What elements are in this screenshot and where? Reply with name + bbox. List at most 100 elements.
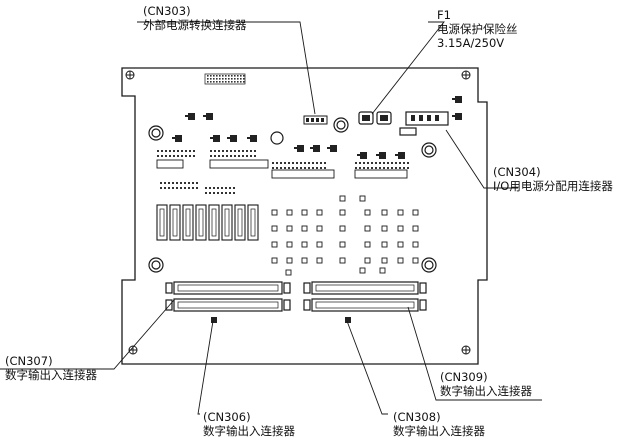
ic-chip [360, 152, 367, 159]
ic-pin [357, 154, 360, 156]
smd-part [222, 155, 224, 157]
grid-part [271, 225, 278, 232]
pin [216, 81, 218, 83]
cn308-cn309-connectors [303, 281, 427, 312]
top-pin-header [204, 73, 246, 85]
smd-part [280, 167, 282, 169]
smd-part [316, 167, 318, 169]
smd-part [399, 162, 401, 164]
smd-part [238, 150, 240, 152]
cn308-label: (CN308) 数字输出入连接器 [393, 410, 485, 438]
cn309-id: (CN309) [440, 370, 488, 384]
grid-part [397, 225, 404, 232]
smd-part [242, 150, 244, 152]
relay [221, 204, 233, 241]
ic-chip [398, 152, 405, 159]
grid-part [339, 209, 346, 216]
cn308-id: (CN308) [393, 410, 441, 424]
smd-part [205, 187, 207, 189]
smd-part [160, 187, 162, 189]
ic-chip [175, 135, 182, 142]
smd-part [168, 187, 170, 189]
smd-part [189, 155, 191, 157]
smd-part [192, 182, 194, 184]
grid-part [301, 209, 308, 216]
relay-row [156, 204, 259, 241]
relay-inner [159, 208, 165, 237]
pin [210, 81, 212, 83]
cn304-connector [399, 111, 449, 136]
ic-chip [455, 113, 462, 120]
smd-part [375, 167, 377, 169]
component-bar [156, 159, 184, 169]
cn308-desc: 数字输出入连接器 [393, 424, 485, 438]
grid-part [412, 209, 419, 216]
component-bar [354, 169, 408, 179]
smd-part [363, 167, 365, 169]
smd-part [312, 167, 314, 169]
pin [228, 81, 230, 83]
grid-part [316, 209, 323, 216]
pin [207, 81, 209, 83]
pin [237, 78, 239, 80]
relay-inner [237, 208, 243, 237]
ic-pin [452, 115, 455, 117]
smd-part [217, 187, 219, 189]
smd-part [193, 150, 195, 152]
smd-part [181, 150, 183, 152]
smd-part [375, 162, 377, 164]
smd-part [213, 187, 215, 189]
smd-part [164, 187, 166, 189]
ic-pin [327, 147, 330, 149]
smd-part [407, 167, 409, 169]
pin [213, 78, 215, 80]
pin [243, 75, 245, 77]
component-bar [209, 159, 269, 169]
pin [219, 81, 221, 83]
top-pin-rows [207, 75, 245, 83]
smd-part [230, 150, 232, 152]
connector-pads [211, 317, 351, 323]
smd-part [157, 155, 159, 157]
smd-part [225, 187, 227, 189]
smd-part [193, 155, 195, 157]
smd-part [218, 155, 220, 157]
smd-part [181, 155, 183, 157]
smd-part [172, 182, 174, 184]
smd-part [213, 192, 215, 194]
smd-part [214, 155, 216, 157]
smd-part [209, 187, 211, 189]
grid-part [381, 225, 388, 232]
relay [182, 204, 194, 241]
pin [237, 81, 239, 83]
component-bar [271, 169, 335, 179]
grid-part [286, 225, 293, 232]
ic-pin [395, 154, 398, 156]
cn306-label: (CN306) 数字输出入连接器 [203, 410, 295, 438]
cn303-label: (CN303) 外部电源转换连接器 [143, 4, 247, 32]
grid-part [359, 267, 366, 274]
pin [225, 81, 227, 83]
component-grid [271, 195, 419, 276]
cn303-connector [303, 115, 328, 125]
cn306-desc: 数字输出入连接器 [203, 424, 295, 438]
smd-part [391, 162, 393, 164]
smd-part [196, 187, 198, 189]
smd-part [188, 182, 190, 184]
ic-chip [188, 113, 195, 120]
pin [207, 75, 209, 77]
relay [234, 204, 246, 241]
smd-part [177, 150, 179, 152]
smd-part [161, 155, 163, 157]
ic-chip [455, 96, 462, 103]
ic-chip [250, 135, 257, 142]
smd-part [304, 162, 306, 164]
smd-part [185, 150, 187, 152]
smd-part [288, 167, 290, 169]
ic-chip [330, 145, 337, 152]
smd-part [180, 182, 182, 184]
smd-part [387, 162, 389, 164]
callout-lines [0, 21, 542, 415]
pin [210, 75, 212, 77]
smd-part [320, 167, 322, 169]
